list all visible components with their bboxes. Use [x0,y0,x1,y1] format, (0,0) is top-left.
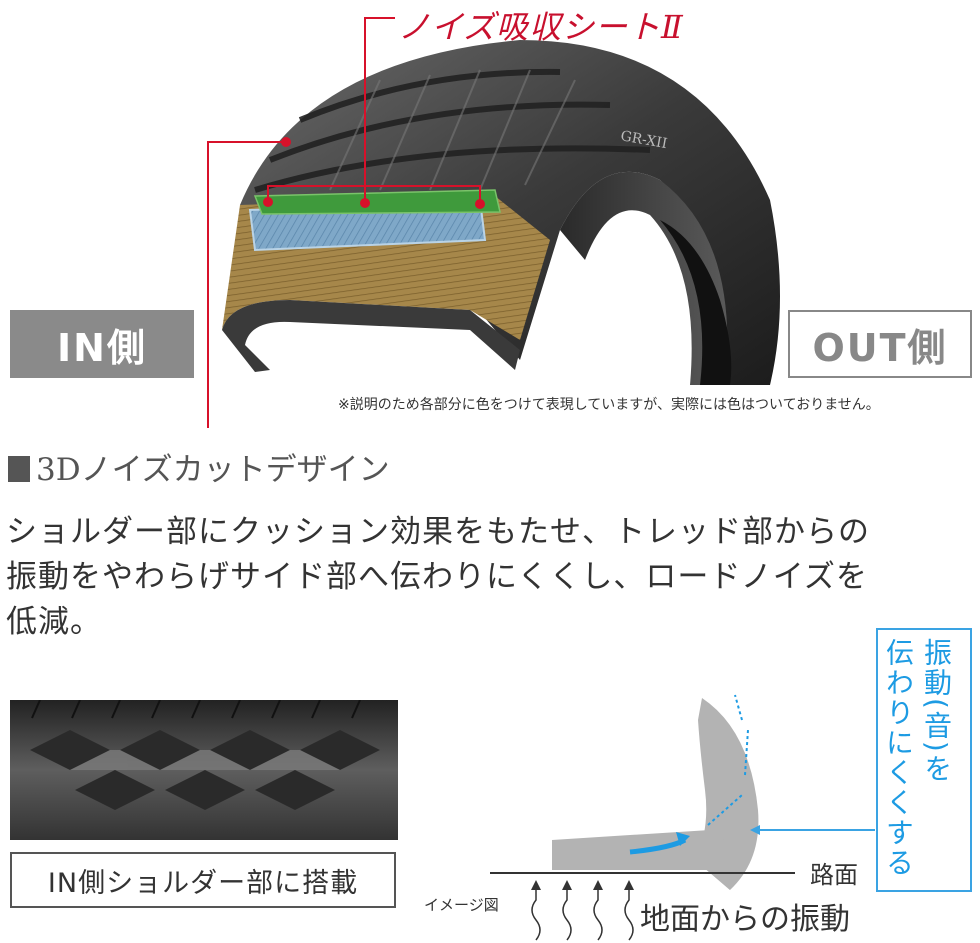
body-line: 低減。 [6,604,102,640]
disclaimer-note: ※説明のため各部分に色をつけて表現していますが、実際には色はついておりません。 [338,397,880,413]
image-label: イメージ図 [424,896,499,914]
square-bullet-icon [8,456,30,482]
vibration-callout-box: 振動(音)を 伝わりにくくする [876,628,972,892]
road-label: 路面 [810,861,858,889]
body-line: 振動をやわらげサイド部へ伝わりにくくし、ロードノイズを [6,559,868,595]
callout-text-col2: 伝わりにくくする [882,638,915,878]
sheet-title: ノイズ吸収シートⅡ [398,8,684,46]
shoulder-photo [10,700,398,840]
callout-text-col1: 振動(音)を [920,638,953,784]
section-title-text: 3Dノイズカットデザイン [36,452,390,488]
photo-caption: IN側ショルダー部に搭載 [10,852,396,908]
section-title: 3Dノイズカットデザイン [8,444,390,489]
out-side-label: OUT側 [788,310,972,378]
in-side-label: IN側 [10,310,194,378]
tire-illustration: GR-XII [207,17,780,428]
section-body: ショルダー部にクッション効果をもたせ、トレッド部からの 振動をやわらげサイド部へ… [6,510,974,645]
ground-vibration-label: 地面からの振動 [640,902,850,937]
body-line: ショルダー部にクッション効果をもたせ、トレッド部からの [6,514,870,550]
vibration-diagram [490,694,875,941]
